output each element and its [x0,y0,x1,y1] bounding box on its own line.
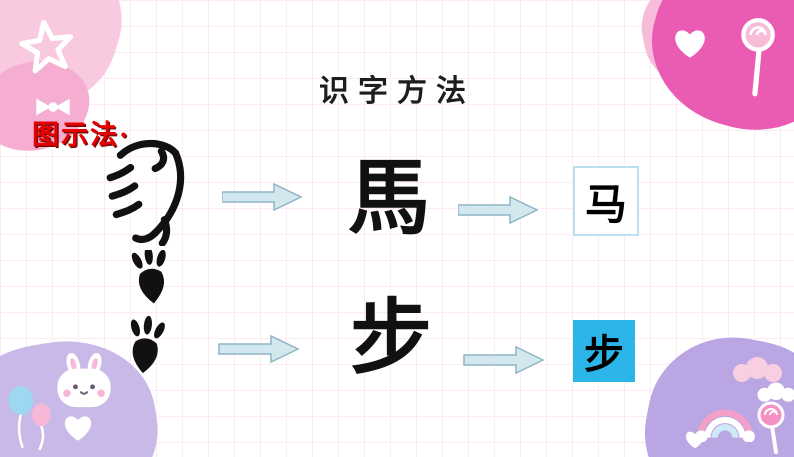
cloud-icon [733,357,782,382]
modern-char-ma-box: 马 [573,166,639,236]
right-arrow-icon [218,335,300,363]
modern-char-bu-box: 步 [573,320,635,382]
bunny-icon [57,352,111,408]
footprints-pictograph-icon [130,250,166,374]
lollipop-icon [757,401,785,454]
bow-icon [36,98,70,116]
seal-script-ma: 馬 [348,153,431,244]
balloons-icon [8,386,51,451]
method-label: 图示法· [32,120,131,150]
heart-icon [64,416,92,441]
slide-title: 识字方法 [319,75,475,108]
star-icon [19,19,74,74]
right-arrow-icon [463,346,545,374]
right-arrow-icon [222,183,302,211]
heart-icon [685,431,705,449]
modern-char-bu: 步 [584,332,624,377]
modern-char-ma: 马 [584,182,627,229]
cloud-icon [757,382,794,402]
lollipop-icon [741,18,775,97]
heart-icon [675,30,705,58]
oracle-horse-pictograph-icon [106,140,185,246]
right-arrow-icon [458,196,538,224]
seal-script-bu: 步 [350,293,433,384]
